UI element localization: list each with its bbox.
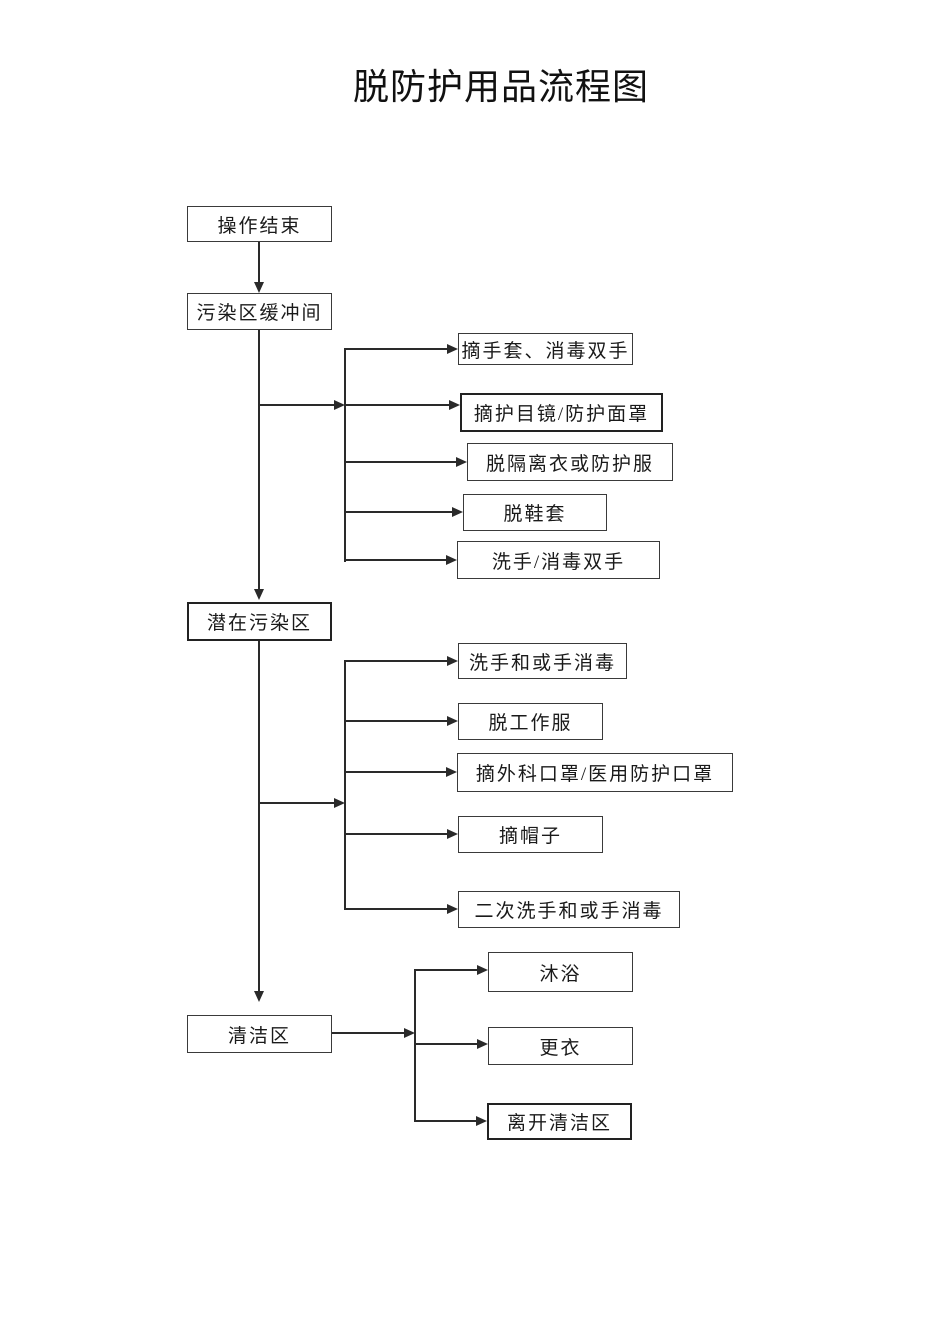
group1-branch-line [344, 348, 346, 562]
flow-node-potentially-contaminated-area: 潜在污染区 [187, 602, 332, 641]
arrowhead-down-1 [254, 282, 264, 293]
group3-step3-line [414, 1120, 476, 1122]
group1-step3-line [344, 461, 456, 463]
flowchart-title: 脱防护用品流程图 [353, 67, 650, 107]
group2-step3-line [344, 771, 446, 773]
group3-step2-line [414, 1043, 477, 1045]
group2-step5-line [344, 908, 447, 910]
group2-step2-line [344, 720, 447, 722]
group2-branch-line [344, 660, 346, 910]
group1-step3-arrowhead [456, 457, 467, 467]
flow-step-remove-gloves-disinfect-hands: 摘手套、消毒双手 [458, 333, 633, 365]
flow-step-second-handwash-disinfect: 二次洗手和或手消毒 [458, 891, 680, 928]
flow-node-contamination-buffer-room: 污染区缓冲间 [187, 293, 332, 330]
group3-step1-line [414, 969, 477, 971]
group1-connector-arrowhead [334, 400, 345, 410]
flow-step-remove-isolation-gown: 脱隔离衣或防护服 [467, 443, 673, 481]
group2-step2-arrowhead [447, 716, 458, 726]
flow-step-change-clothes: 更衣 [488, 1027, 633, 1065]
trunk-line-1 [258, 242, 260, 282]
group2-step5-arrowhead [447, 904, 458, 914]
group1-step1-arrowhead [447, 344, 458, 354]
flow-step-handwash-or-hand-disinfect: 洗手和或手消毒 [458, 643, 627, 679]
group2-step4-line [344, 833, 447, 835]
group1-step2-arrowhead [449, 400, 460, 410]
flow-step-remove-cap: 摘帽子 [458, 816, 603, 853]
group1-step2-line [344, 404, 449, 406]
arrowhead-down-2 [254, 589, 264, 600]
group2-connector-arrowhead [334, 798, 345, 808]
trunk-line-2 [258, 330, 260, 589]
group2-step1-line [344, 660, 447, 662]
group3-connector-line [332, 1032, 404, 1034]
group3-step1-arrowhead [477, 965, 488, 975]
flow-step-remove-shoe-covers: 脱鞋套 [463, 494, 607, 531]
group3-branch-line [414, 969, 416, 1122]
flow-step-wash-disinfect-hands: 洗手/消毒双手 [457, 541, 660, 579]
group1-step5-line [344, 559, 446, 561]
flow-step-remove-goggles-face-shield: 摘护目镜/防护面罩 [460, 393, 663, 432]
group2-step4-arrowhead [447, 829, 458, 839]
group1-step5-arrowhead [446, 555, 457, 565]
group3-connector-arrowhead [404, 1028, 415, 1038]
trunk-line-3 [258, 641, 260, 991]
flow-node-operation-end: 操作结束 [187, 206, 332, 242]
group2-connector-line [259, 802, 334, 804]
group1-step4-arrowhead [452, 507, 463, 517]
arrowhead-down-3 [254, 991, 264, 1002]
flow-node-clean-area: 清洁区 [187, 1015, 332, 1053]
group1-step1-line [344, 348, 447, 350]
group3-step3-arrowhead [476, 1116, 487, 1126]
group1-connector-line [259, 404, 334, 406]
flow-step-remove-work-clothes: 脱工作服 [458, 703, 603, 740]
group3-step2-arrowhead [477, 1039, 488, 1049]
group2-step3-arrowhead [446, 767, 457, 777]
group2-step1-arrowhead [447, 656, 458, 666]
flow-step-shower: 沐浴 [488, 952, 633, 992]
flow-step-leave-clean-area: 离开清洁区 [487, 1103, 632, 1140]
group1-step4-line [344, 511, 452, 513]
flow-step-remove-surgical-or-medical-mask: 摘外科口罩/医用防护口罩 [457, 753, 733, 792]
